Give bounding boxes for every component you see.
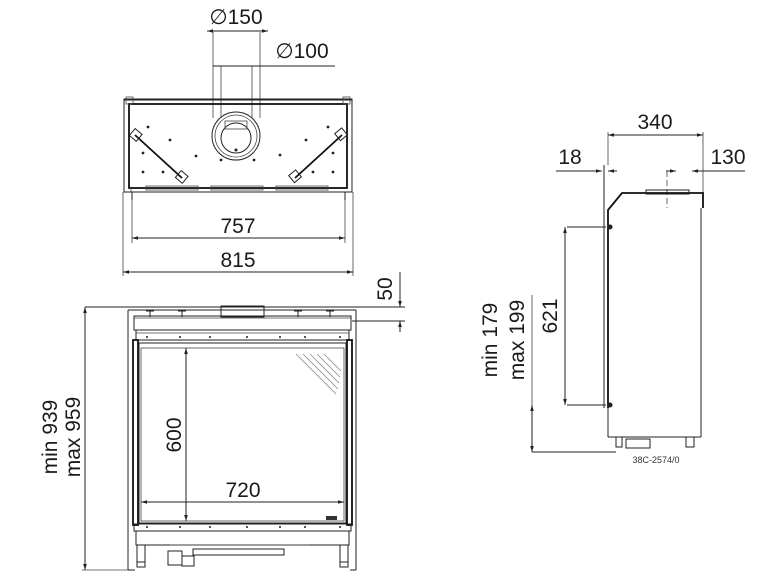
flue-outer-diameter-label: ∅150 xyxy=(209,6,262,29)
depth-label: 340 xyxy=(637,111,672,134)
bottom-height-min-label: min 179 xyxy=(479,303,502,378)
drawing-reference: 38C-2574/0 xyxy=(632,455,679,465)
outer-width-label: 815 xyxy=(220,249,255,272)
flue-inner-diameter-label: ∅100 xyxy=(275,40,328,63)
total-height-max-label: max 959 xyxy=(62,397,85,478)
side-view: 340 18 130 621 min 179 max 1 xyxy=(479,111,746,465)
front-offset-label: 18 xyxy=(558,146,581,169)
front-view: 50 600 720 xyxy=(39,272,405,571)
total-height-min-label: min 939 xyxy=(39,400,62,475)
side-glass-height-label: 621 xyxy=(539,298,562,333)
top-offset-label: 50 xyxy=(374,277,397,300)
top-view: ∅150 ∅100 xyxy=(122,6,354,276)
bottom-height-max-label: max 199 xyxy=(506,300,529,381)
glass-height-label: 600 xyxy=(163,417,186,452)
flue-center-label: 130 xyxy=(710,146,745,169)
inner-width-label: 757 xyxy=(220,215,255,238)
glass-width-label: 720 xyxy=(225,479,260,502)
